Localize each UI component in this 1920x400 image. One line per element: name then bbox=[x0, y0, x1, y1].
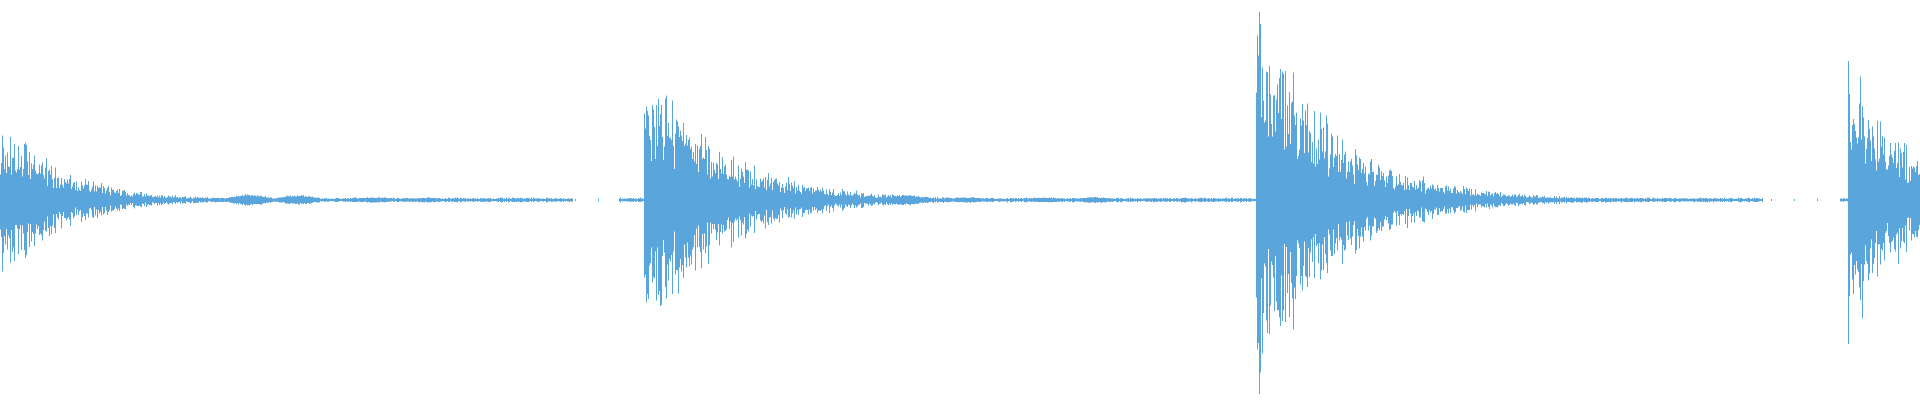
waveform-trace bbox=[0, 12, 1920, 395]
